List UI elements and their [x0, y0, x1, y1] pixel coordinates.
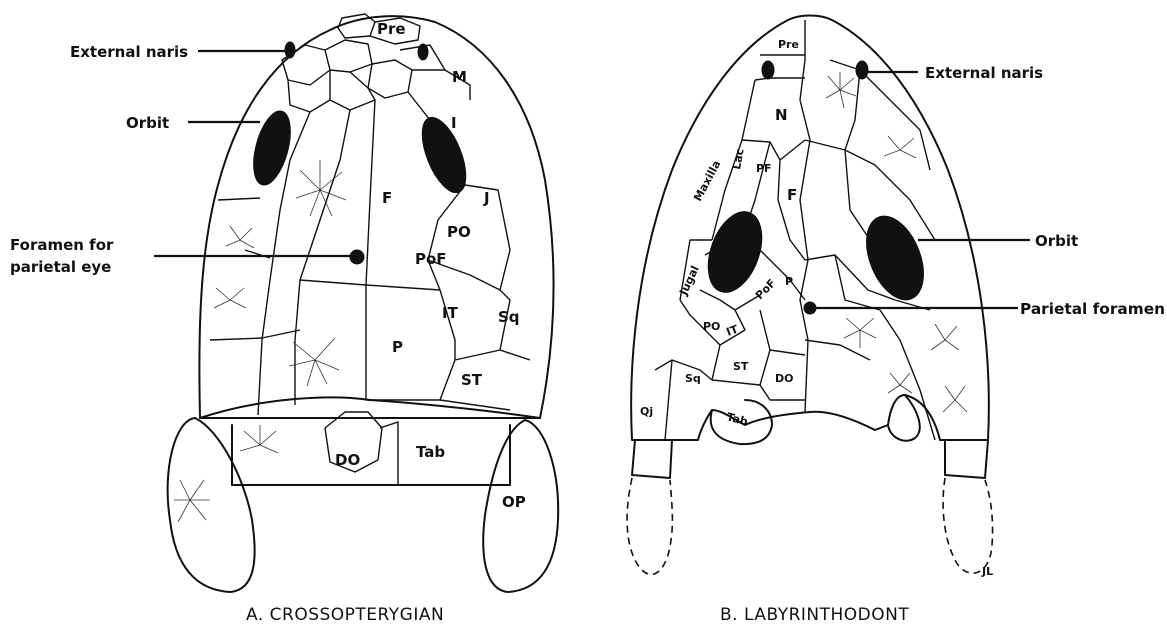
skull-b-label-orbit: Orbit	[1035, 232, 1078, 250]
skull-a-left-orbit	[247, 107, 298, 189]
skull-a-bone-j: J	[483, 189, 490, 207]
skull-b-bone-qj: Qj	[640, 405, 653, 418]
skull-a-bone-do: DO	[335, 451, 360, 469]
skull-b-bone-p: P	[785, 275, 793, 288]
skull-a-caption: A. CROSSOPTERYGIAN	[246, 605, 444, 625]
skull-a-bone-p: P	[392, 338, 403, 356]
skull-b-bone-it: IT	[725, 322, 741, 338]
skull-b-bone-n: N	[775, 106, 788, 124]
skull-b-bone-do: DO	[775, 372, 793, 385]
skull-a-bone-i: I	[451, 114, 457, 132]
skull-a-bone-f: F	[382, 189, 392, 207]
skull-b-left-extension	[627, 478, 672, 574]
skull-a-right-naris	[418, 44, 428, 60]
skull-a-left-opercular	[168, 418, 255, 592]
skull-a-label-external-naris: External naris	[70, 43, 188, 61]
skull-b-bone-st: ST	[733, 360, 749, 373]
skull-a-left-naris	[285, 42, 295, 58]
skull-a-bone-sq: Sq	[498, 308, 520, 326]
crossopterygian-skull: Pre M I F J PO PoF IT Sq P ST Tab DO OP …	[10, 14, 558, 625]
skull-b-right-extension	[943, 478, 992, 573]
skull-b-label-parietal-foramen: Parietal foramen	[1020, 300, 1165, 318]
skull-b-bone-tab: Tab	[725, 410, 749, 428]
skull-b-bone-f: F	[787, 186, 797, 204]
skull-b-label-external-naris: External naris	[925, 64, 1043, 82]
skull-a-outline	[199, 16, 553, 418]
labyrinthodont-skull: Pre N Maxilla Lac PF F Jugal PoF PO P IT…	[627, 16, 1165, 626]
skull-a-bone-po: PO	[447, 223, 471, 241]
skull-b-bone-maxilla: Maxilla	[691, 158, 723, 203]
skull-b-signature: JL	[981, 565, 993, 578]
skull-b-bone-po: PO	[703, 320, 720, 333]
skull-b-bone-lac: Lac	[730, 148, 746, 171]
skull-a-bone-pof: PoF	[415, 250, 447, 268]
skull-a-bone-st: ST	[461, 371, 483, 389]
skull-b-right-naris	[856, 61, 868, 79]
skull-b-parietal-foramen	[804, 302, 816, 314]
skull-a-bone-it: IT	[442, 304, 459, 322]
skull-a-parietal-foramen	[350, 250, 364, 264]
skull-a-bone-m: M	[452, 68, 467, 86]
skull-a-label-foramen-line2: parietal eye	[10, 258, 111, 276]
skull-b-caption: B. LABYRINTHODONT	[720, 605, 909, 625]
skull-a-bone-pre: Pre	[377, 20, 406, 38]
skull-b-bone-jugal: Jugal	[677, 264, 702, 298]
skull-b-right-orbit	[855, 208, 934, 308]
skull-b-bone-pof: PoF	[753, 277, 779, 303]
skull-a-label-orbit: Orbit	[126, 114, 169, 132]
skull-a-label-foramen-line1: Foramen for	[10, 236, 114, 254]
skull-a-bone-op: OP	[502, 493, 526, 511]
skull-a-bone-tab: Tab	[416, 443, 445, 461]
skull-b-bone-sq: Sq	[685, 372, 701, 385]
skull-b-bone-pre: Pre	[778, 38, 799, 51]
skull-b-left-naris	[762, 61, 774, 79]
skull-b-bone-pf: PF	[756, 162, 772, 175]
